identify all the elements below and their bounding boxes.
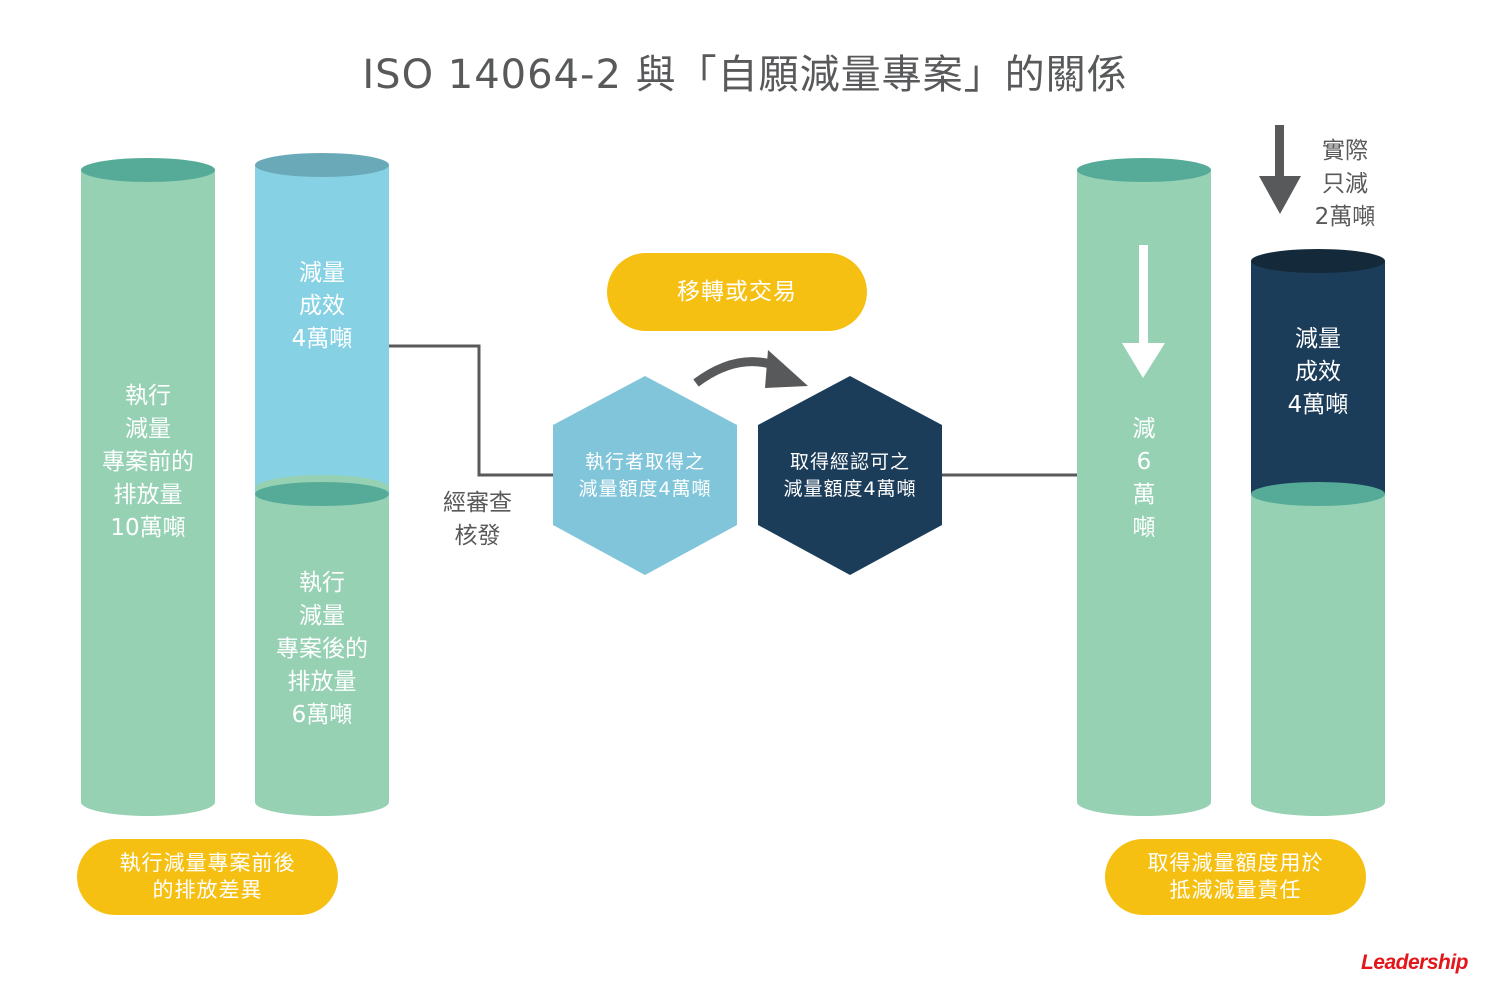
label-line: 成效 bbox=[299, 293, 345, 319]
cylinder-reduce-six bbox=[1077, 158, 1211, 816]
cylinder-offset bbox=[1251, 249, 1385, 816]
label-line: 噸 bbox=[1132, 515, 1156, 541]
label-line: 4萬噸 bbox=[291, 326, 353, 352]
label-line: 萬 bbox=[1132, 482, 1156, 508]
label-line: 實際 bbox=[1322, 138, 1368, 164]
hex-acquirer-credits bbox=[758, 376, 942, 575]
pill-label: 移轉或交易 bbox=[677, 278, 797, 305]
reduction-segment-top bbox=[255, 153, 389, 177]
label-line: 減 bbox=[1132, 416, 1156, 442]
label-line: 排放量 bbox=[113, 482, 183, 508]
transfer-or-trade-pill: 移轉或交易 bbox=[607, 253, 867, 331]
label-line: 減量額度4萬噸 bbox=[578, 478, 712, 500]
hex-acquirer-label: 取得經認可之 減量額度4萬噸 bbox=[758, 449, 942, 503]
connector-verification-line bbox=[388, 344, 555, 477]
cylinder-after-project bbox=[255, 153, 389, 816]
after-segment-top bbox=[255, 482, 389, 506]
label-line: 減量 bbox=[125, 416, 171, 442]
diagram-title: ISO 14064-2 與「自願減量專案」的關係 bbox=[362, 52, 1128, 98]
label-line: 4萬噸 bbox=[1287, 392, 1349, 418]
after-emission-label: 執行 減量 專案後的 排放量 6萬噸 bbox=[255, 567, 389, 732]
label-line: 只減 bbox=[1322, 171, 1368, 197]
label-line: 執行減量專案前後 bbox=[119, 851, 296, 875]
reduction-effect-label: 減量 成效 4萬噸 bbox=[255, 257, 389, 356]
label-line: 執行 bbox=[299, 570, 345, 596]
offset-segment bbox=[1251, 261, 1385, 494]
label-line: 執行者取得之 bbox=[584, 451, 705, 473]
hex-executor-label: 執行者取得之 減量額度4萬噸 bbox=[553, 449, 737, 503]
label-line: 6萬噸 bbox=[291, 702, 353, 728]
label-line: 核發 bbox=[454, 523, 501, 549]
leadership-logo: Leadership bbox=[1360, 951, 1469, 974]
reduction-segment bbox=[255, 165, 389, 493]
label-line: 專案後的 bbox=[276, 636, 368, 662]
label-line: 減量額度4萬噸 bbox=[783, 478, 917, 500]
label-line: 減量 bbox=[299, 603, 345, 629]
label-line: 減量 bbox=[1295, 326, 1341, 352]
hex-executor-credits bbox=[553, 376, 737, 575]
label-line: 專案前的 bbox=[102, 449, 194, 475]
label-line: 6 bbox=[1136, 449, 1152, 475]
transfer-arrow-icon bbox=[693, 350, 808, 388]
label-line: 成效 bbox=[1295, 359, 1341, 385]
left-caption-pill: 執行減量專案前後 的排放差異 bbox=[77, 839, 338, 915]
down-arrow-gray-icon bbox=[1259, 125, 1301, 214]
actual-reduction-note: 實際 只減 2萬噸 bbox=[1300, 135, 1390, 234]
offset-segment-top bbox=[1251, 249, 1385, 273]
down-arrow-white-icon bbox=[1122, 245, 1165, 378]
before-emission-label: 執行 減量 專案前的 排放量 10萬噸 bbox=[81, 380, 215, 545]
label-line: 經審查 bbox=[443, 490, 512, 516]
cylinder-before-project bbox=[81, 158, 215, 816]
label-line: 10萬噸 bbox=[110, 515, 186, 541]
label-line: 的排放差異 bbox=[152, 878, 263, 902]
label-line: 取得經認可之 bbox=[789, 451, 910, 473]
reduce-six-label: 減 6 萬 噸 bbox=[1077, 413, 1211, 545]
label-line: 排放量 bbox=[287, 669, 357, 695]
verification-label: 經審查 核發 bbox=[420, 487, 535, 553]
label-line: 取得減量額度用於 bbox=[1147, 851, 1324, 875]
label-line: 執行 bbox=[125, 383, 171, 409]
label-line: 抵減減量責任 bbox=[1169, 878, 1302, 902]
label-line: 減量 bbox=[299, 260, 345, 286]
offset-effect-label: 減量 成效 4萬噸 bbox=[1251, 323, 1385, 422]
right-caption-pill: 取得減量額度用於 抵減減量責任 bbox=[1105, 839, 1366, 915]
label-line: 2萬噸 bbox=[1314, 204, 1376, 230]
